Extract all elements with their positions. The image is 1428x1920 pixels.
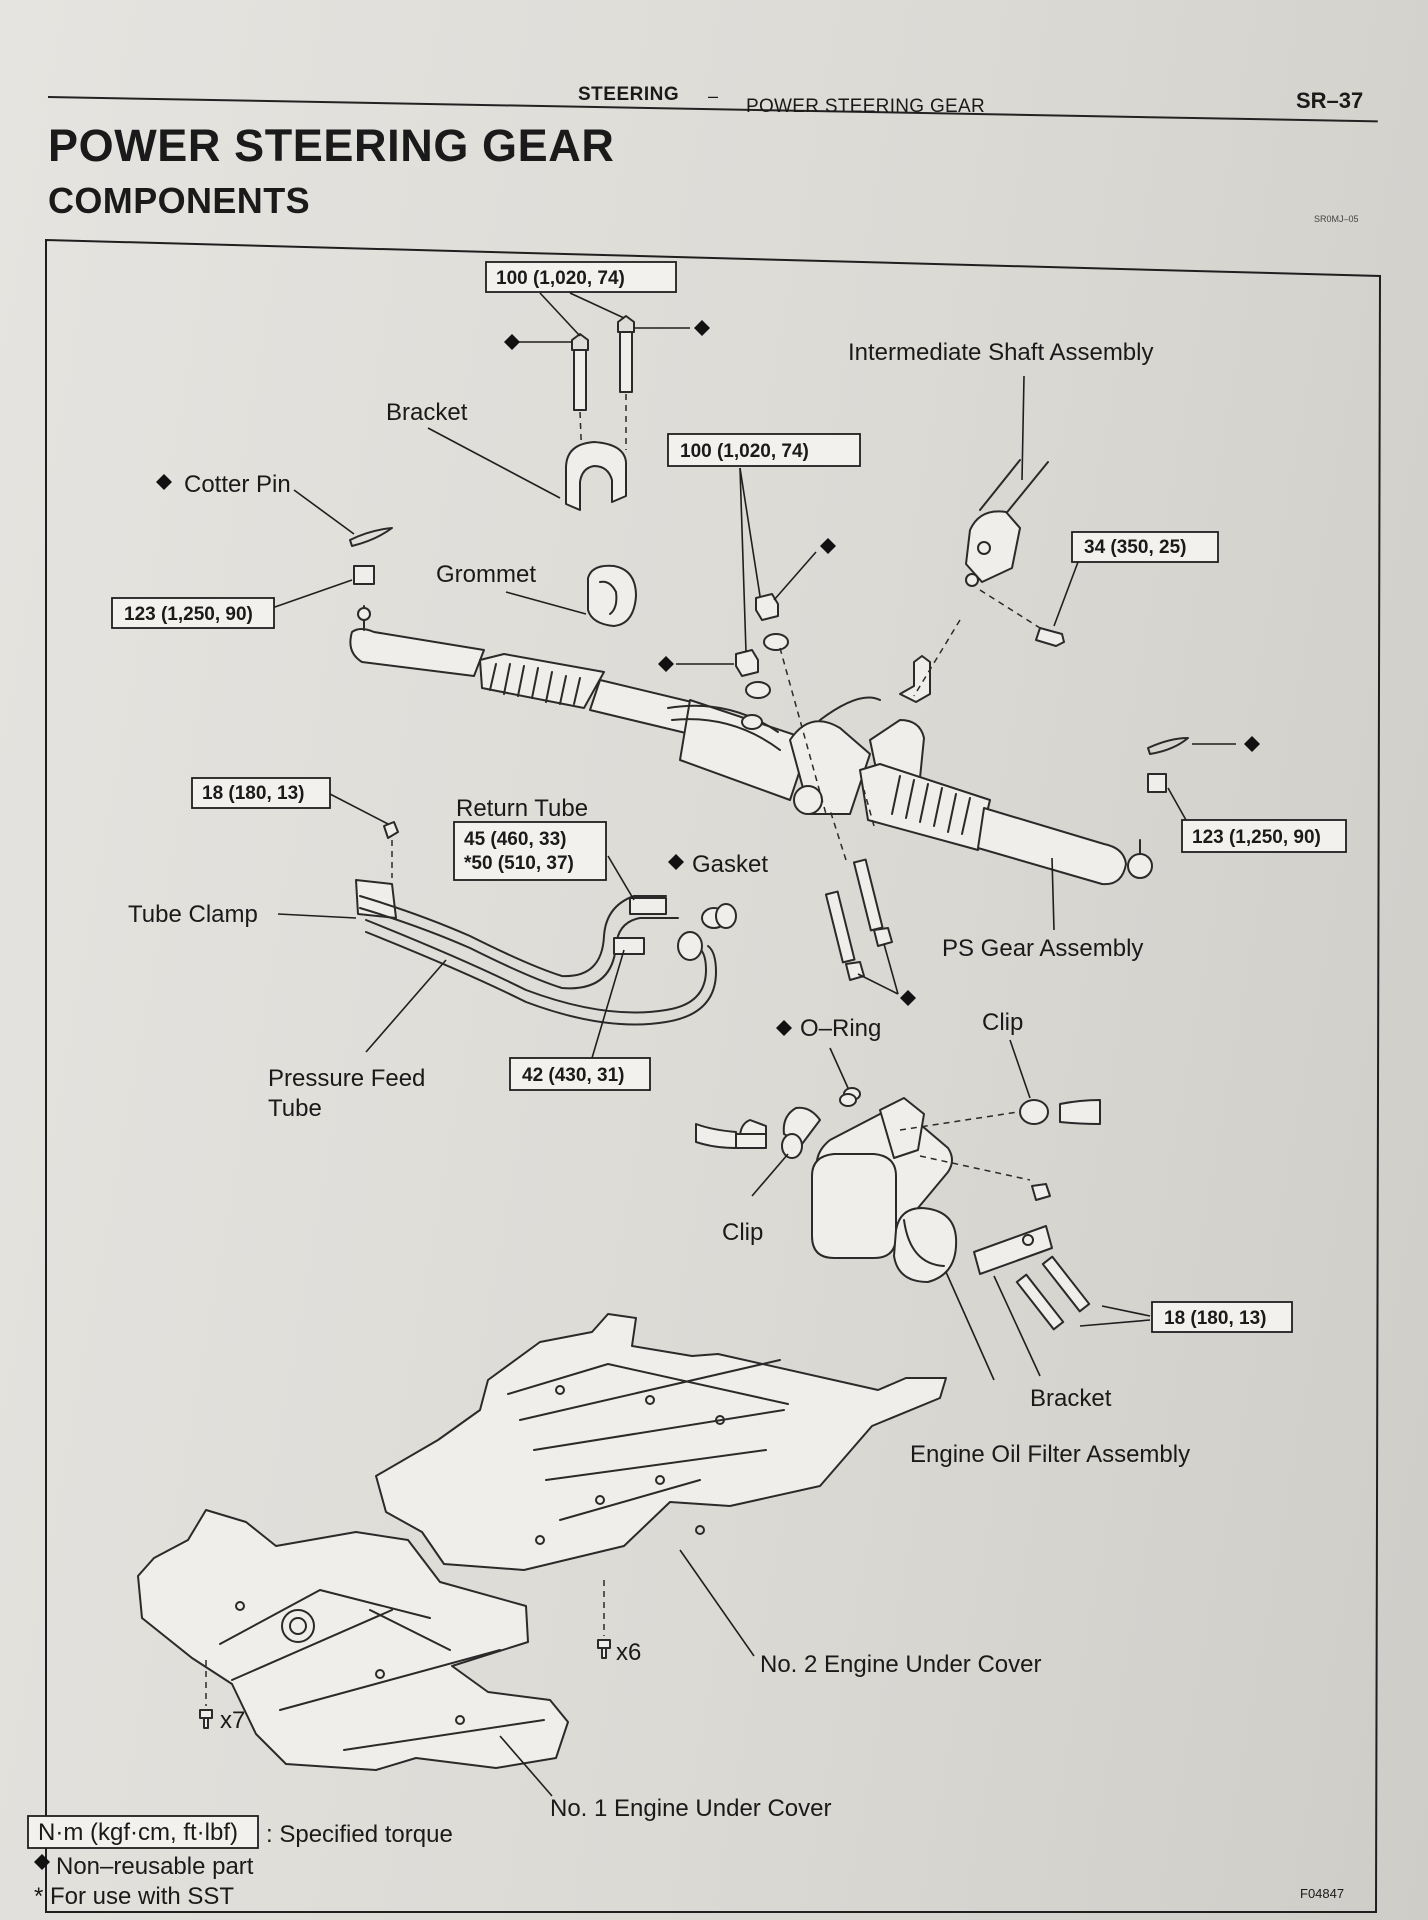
washer [763,633,789,651]
engine-oil-filter-part [733,1097,958,1283]
label-gasket: Gasket [692,851,768,878]
under-cover-2-part [375,1313,947,1571]
label-o-ring: O–Ring [800,1015,881,1042]
torque-gear-nuts: 100 (1,020, 74) [680,441,809,462]
diamond-icon [776,1020,792,1036]
label-bracket-top: Bracket [386,399,468,426]
filter-bolt [1031,1183,1051,1201]
hose-left [695,1123,737,1149]
label-qty-7: x7 [220,1707,245,1734]
diamond-icon [504,334,520,350]
gear-mounting-bolts [824,789,893,981]
page-number: SR–37 [1296,88,1364,113]
label-pressure-feed-tube: Tube [268,1095,322,1122]
cotter-pin-part [349,527,393,547]
label-ps-gear: PS Gear Assembly [942,935,1143,962]
label-pressure-feed: Pressure Feed [268,1065,425,1092]
bracket-bolts [571,315,635,463]
tie-rod-nut-left [353,565,375,585]
tie-rod-nut-right [1147,773,1167,793]
label-qty-6: x6 [616,1639,641,1666]
torque-tie-rod-right: 123 (1,250, 90) [1192,827,1321,848]
diamond-icon [1244,736,1260,752]
torque-return-tube-sst: *50 (510, 37) [464,853,574,874]
bracket-top-part [565,441,627,511]
diamond-icon [34,1854,50,1870]
header-subsection: POWER STEERING GEAR [746,96,986,117]
label-clip-left: Clip [722,1219,763,1246]
diamond-icon [658,656,674,672]
page-subtitle: COMPONENTS [48,180,311,221]
page-title: POWER STEERING GEAR [48,120,615,171]
label-return-tube: Return Tube [456,795,588,822]
bolt-icon [597,1639,611,1659]
legend-unit-box: N·m (kgf·cm, ft·lbf) [38,1819,238,1846]
filter-bolt [1041,1255,1091,1313]
bracket-bottom-part [973,1225,1053,1275]
torque-tube-clamp: 18 (180, 13) [202,783,304,804]
label-cotter-pin: Cotter Pin [184,471,291,498]
label-under-cover-2: No. 2 Engine Under Cover [760,1651,1041,1678]
tubes-part [359,895,717,1026]
intermediate-shaft-part [965,459,1049,587]
figure-id: F04847 [1300,1886,1344,1901]
tube-clamp-bolt [383,821,399,839]
washer [745,681,771,699]
diamond-icon [668,854,684,870]
torque-pressure-feed: 42 (430, 31) [522,1065,624,1086]
gear-nut-upper [755,593,779,621]
hose-right [1059,1099,1101,1125]
diamond-icon [900,990,916,1006]
legend-unit-desc: : Specified torque [266,1821,453,1848]
legend-non-reusable: Non–reusable part [56,1853,254,1880]
bolt-icon [199,1709,213,1729]
torque-filter-bracket: 18 (180, 13) [1164,1308,1266,1329]
torque-return-tube: 45 (460, 33) [464,829,566,850]
under-cover-1-part [137,1509,569,1771]
gear-nut-lower [735,649,759,677]
legend-sst: * For use with SST [34,1883,234,1910]
clip-right-part [1019,1099,1049,1125]
header-section: STEERING [578,84,680,105]
diamond-icon [694,320,710,336]
label-tube-clamp: Tube Clamp [128,901,258,928]
tube-clamp-part [355,879,397,919]
shaft-bolt-part [1035,627,1065,647]
diamond-icon [820,538,836,554]
torque-tie-rod-left: 123 (1,250, 90) [124,604,253,625]
label-bracket-bottom: Bracket [1030,1385,1112,1412]
ps-gear-assembly-part [349,605,1153,886]
label-intermediate-shaft: Intermediate Shaft Assembly [848,339,1153,366]
header-separator: – [708,86,719,106]
clip-left-part [781,1133,803,1159]
diagram-code: SR0MJ–05 [1314,214,1359,224]
cotter-pin-right [1147,737,1189,755]
washer [741,714,763,730]
diamond-icon [156,474,172,490]
torque-shaft-bolt: 34 (350, 25) [1084,537,1186,558]
label-grommet: Grommet [436,561,536,588]
label-oil-filter: Engine Oil Filter Assembly [910,1441,1190,1468]
label-under-cover-1: No. 1 Engine Under Cover [550,1795,831,1822]
torque-bracket-bolts: 100 (1,020, 74) [496,268,625,289]
label-clip-right: Clip [982,1009,1023,1036]
filter-bolt [1015,1273,1065,1331]
diagram-frame [45,238,1382,1913]
grommet-part [587,564,637,627]
